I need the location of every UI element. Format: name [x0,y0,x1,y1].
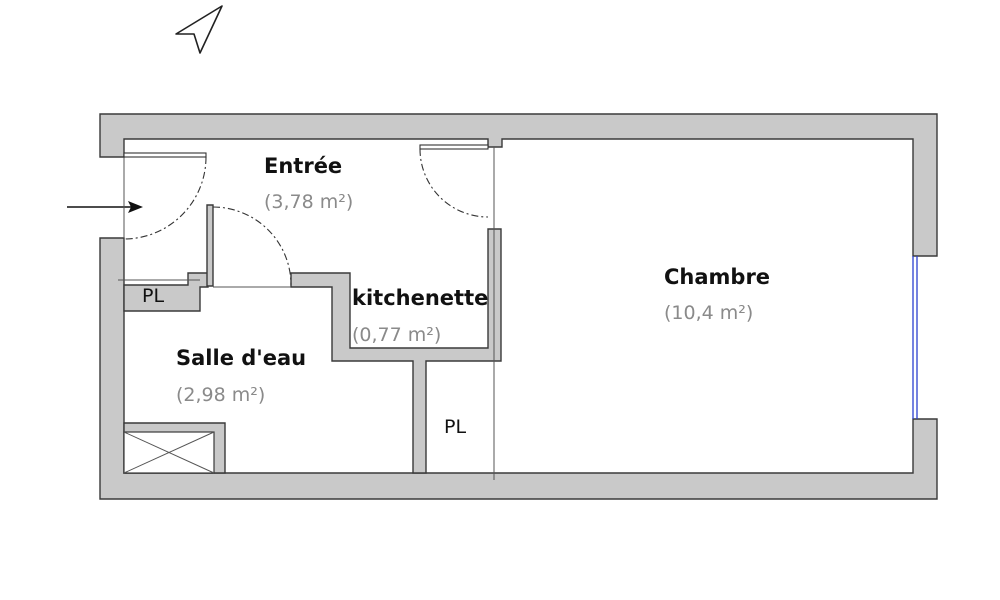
room-area-kitchenette: (0,77 m²) [352,324,441,346]
partition-lines [118,147,495,480]
room-name-salle-deau: Salle d'eau [176,346,306,370]
north-arrow-icon [175,5,223,54]
room-name-entree: Entrée [264,154,342,178]
room-name-kitchenette: kitchenette [352,286,488,310]
room-area-chambre: (10,4 m²) [664,302,753,324]
ventilation-shaft-icon [123,431,215,474]
room-area-salle-deau: (2,98 m²) [176,384,265,406]
window [912,256,918,419]
closet-label-left: PL [142,285,164,307]
room-area-entree: (3,78 m²) [264,191,353,213]
front-door [123,152,207,240]
room-door [419,144,489,218]
entry-arrow-icon [67,201,143,213]
bathroom-door [212,206,292,286]
room-name-chambre: Chambre [664,265,770,289]
closet-label-center: PL [444,416,466,438]
